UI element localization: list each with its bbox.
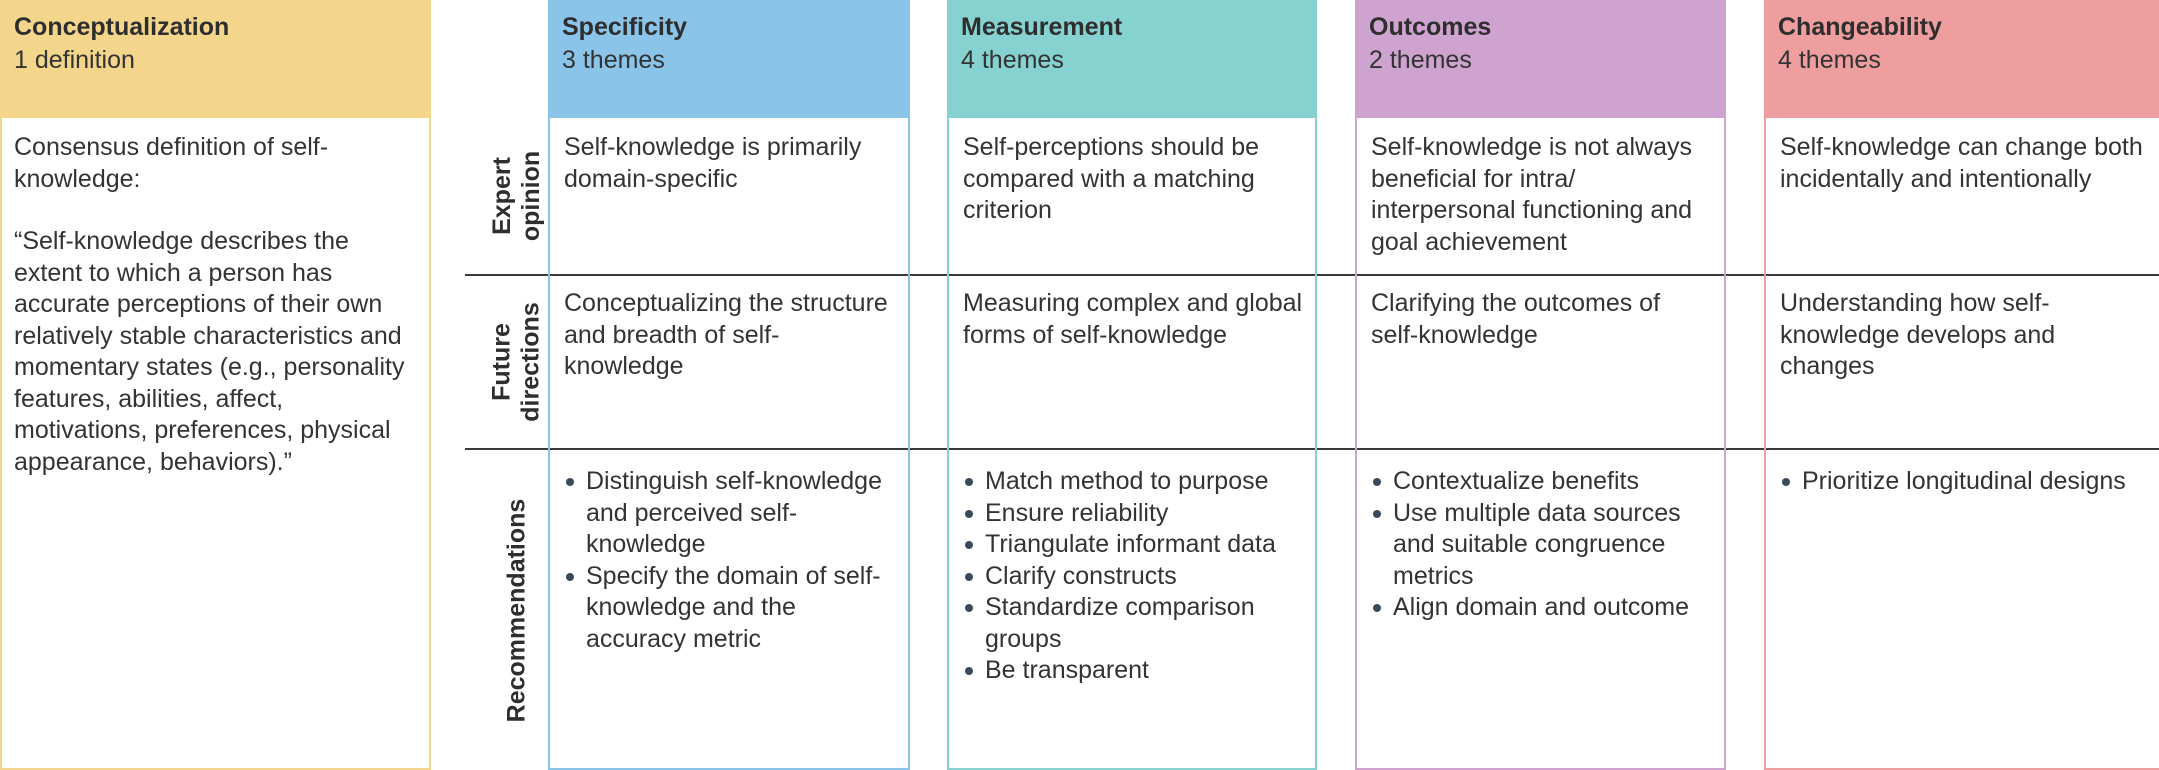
theme-header: Specificity 3 themes xyxy=(548,0,910,118)
recommendation-text: Contextualize benefits xyxy=(1393,467,1639,495)
recommendation-text: Ensure reliability xyxy=(985,498,1169,527)
theme-body: Self-perceptions should be compared with… xyxy=(947,118,1317,770)
expert-opinion-cell: Self-knowledge is not always beneficial … xyxy=(1371,133,1693,256)
recommendation-item: Align domain and outcome xyxy=(1371,592,1714,624)
recommendation-item: Match method to purpose xyxy=(963,466,1305,498)
recommendation-item: Be transparent xyxy=(963,655,1305,687)
bullet-icon xyxy=(1782,478,1790,486)
definition-intro: Consensus definition of self-knowledge: xyxy=(14,133,329,193)
expert-opinion-cell: Self-perceptions should be compared with… xyxy=(963,133,1260,224)
recommendations-list: Distinguish self-knowledge and perceived… xyxy=(564,466,898,655)
recommendation-text: Clarify constructs xyxy=(985,561,1177,590)
recommendation-text: Prioritize longitudinal designs xyxy=(1802,467,2126,495)
conceptualization-column: Conceptualization 1 definition Consensus… xyxy=(0,0,431,770)
recommendation-text: Standardize comparison groups xyxy=(985,593,1255,653)
recommendation-text: Distinguish self-knowledge and perceived… xyxy=(586,467,882,558)
expert-opinion-cell: Self-knowledge can change both incidenta… xyxy=(1780,133,2143,193)
conceptualization-header: Conceptualization 1 definition xyxy=(0,0,431,118)
recommendations-list: Prioritize longitudinal designs xyxy=(1780,466,2149,498)
future-directions-cell: Conceptualizing the structure and breadt… xyxy=(564,289,888,380)
theme-body: Self-knowledge can change both incidenta… xyxy=(1764,118,2159,770)
recommendation-item: Specify the domain of self-knowledge and… xyxy=(564,561,898,656)
conceptualization-title: Conceptualization xyxy=(14,13,230,41)
bullet-icon xyxy=(566,478,574,486)
definition-quote: “Self-knowledge describes the extent to … xyxy=(14,227,405,476)
bullet-icon xyxy=(965,604,973,612)
bullet-icon xyxy=(965,541,973,549)
theme-title: Specificity xyxy=(562,13,688,41)
recommendation-item: Clarify constructs xyxy=(963,561,1305,593)
bullet-icon xyxy=(965,667,973,675)
bullet-icon xyxy=(566,572,574,581)
theme-column-outcomes: Outcomes 2 themes Self-knowledge is not … xyxy=(1355,0,1726,770)
theme-header: Measurement 4 themes xyxy=(947,0,1317,118)
recommendation-item: Triangulate informant data xyxy=(963,529,1305,561)
row-label-expert-opinion-text: Expert opinion xyxy=(488,150,545,242)
recommendation-item: Standardize comparison groups xyxy=(963,592,1305,655)
recommendation-item: Contextualize benefits xyxy=(1371,466,1714,498)
row-label-recommendations-text: Recommendations xyxy=(502,498,531,722)
theme-title: Changeability xyxy=(1778,13,1942,41)
bullet-icon xyxy=(1373,478,1381,486)
recommendation-item: Use multiple data sources and suitable c… xyxy=(1371,498,1714,593)
future-directions-cell: Clarifying the outcomes of self-knowledg… xyxy=(1371,289,1661,349)
theme-column-changeability: Changeability 4 themes Self-knowledge ca… xyxy=(1764,0,2159,770)
conceptualization-body: Consensus definition of self-knowledge: … xyxy=(0,118,431,770)
recommendation-item: Ensure reliability xyxy=(963,498,1305,530)
bullet-icon xyxy=(1373,509,1381,518)
recommendation-text: Be transparent xyxy=(985,656,1149,684)
consensus-definition: Consensus definition of self-knowledge: … xyxy=(14,132,421,509)
recommendation-text: Specify the domain of self-knowledge and… xyxy=(586,561,881,653)
theme-title: Outcomes xyxy=(1369,13,1492,41)
recommendation-item: Distinguish self-knowledge and perceived… xyxy=(564,466,898,561)
theme-column-measurement: Measurement 4 themes Self-perceptions sh… xyxy=(947,0,1317,770)
theme-header: Changeability 4 themes xyxy=(1764,0,2159,118)
bullet-icon xyxy=(965,509,973,518)
row-divider-future-recommendations xyxy=(465,448,2159,450)
theme-body: Self-knowledge is not always beneficial … xyxy=(1355,118,1726,770)
bullet-icon xyxy=(1373,604,1381,612)
theme-title: Measurement xyxy=(961,13,1123,41)
future-directions-cell: Measuring complex and global forms of se… xyxy=(963,289,1303,349)
theme-count: 4 themes xyxy=(1778,46,1881,74)
bullet-icon xyxy=(965,478,973,486)
row-divider-expert-future xyxy=(465,274,2159,276)
future-directions-cell: Understanding how self-knowledge develop… xyxy=(1780,289,2056,380)
recommendation-text: Triangulate informant data xyxy=(985,530,1276,558)
theme-count: 4 themes xyxy=(961,46,1064,74)
recommendation-item: Prioritize longitudinal designs xyxy=(1780,466,2149,498)
theme-count: 3 themes xyxy=(562,46,665,74)
recommendation-text: Use multiple data sources and suitable c… xyxy=(1393,498,1681,590)
theme-column-specificity: Specificity 3 themes Self-knowledge is p… xyxy=(548,0,910,770)
theme-body: Self-knowledge is primarily domain-speci… xyxy=(548,118,910,770)
recommendation-text: Align domain and outcome xyxy=(1393,593,1690,621)
bullet-icon xyxy=(965,572,973,581)
conceptualization-subtitle: 1 definition xyxy=(14,46,135,74)
row-label-future-directions-text: Future directions xyxy=(488,302,546,422)
theme-count: 2 themes xyxy=(1369,46,1472,74)
theme-header: Outcomes 2 themes xyxy=(1355,0,1726,118)
recommendation-text: Match method to purpose xyxy=(985,467,1269,495)
expert-opinion-cell: Self-knowledge is primarily domain-speci… xyxy=(564,133,862,193)
